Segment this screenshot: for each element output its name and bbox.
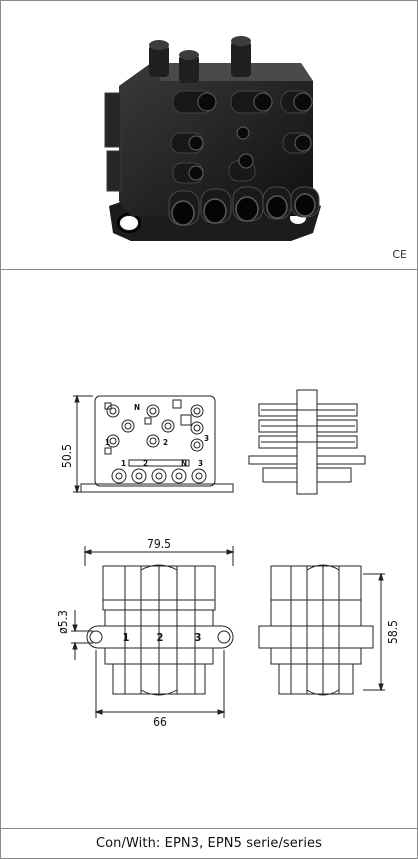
pin-label-front-2: 2 [163,438,168,447]
pin-label-bottom-3: 3 [198,459,203,468]
pin-label-bottom-2: 2 [143,459,148,468]
dim-width-bottom: 66 [153,715,167,729]
compatibility-caption: Con/With: EPN3, EPN5 serie/series [95,836,323,851]
product-photo [104,36,321,241]
rear-view [258,564,374,696]
plan-view [86,564,234,696]
pin-label-bottom-1: 1 [121,459,126,468]
ce-mark: CE [392,248,407,261]
pin-label-plan-1: 1 [123,631,130,644]
caption-panel: Con/With: EPN3, EPN5 serie/series [1,829,417,858]
side-view [248,389,366,495]
dim-hole-diameter: ø5.3 [56,610,70,634]
technical-drawing: 50.5 79.5 ø5.3 66 58.5 N 1 2 3 1 2 N 3 1… [56,389,400,729]
pin-label-plan-2: 2 [157,631,164,644]
product-photo-panel: CE [1,1,417,270]
dim-width-top: 79.5 [147,537,171,551]
pin-label-bottom-n: N [181,459,187,468]
front-view [80,395,234,493]
pin-label-front-1: 1 [105,438,110,447]
dim-height-side: 58.5 [386,620,400,644]
technical-drawing-panel: 50.5 79.5 ø5.3 66 58.5 N 1 2 3 1 2 N 3 1… [1,270,417,829]
pin-label-front-n: N [134,403,140,412]
pin-label-front-3: 3 [204,434,209,443]
dim-height-front: 50.5 [60,444,74,468]
pin-label-plan-3: 3 [195,631,202,644]
